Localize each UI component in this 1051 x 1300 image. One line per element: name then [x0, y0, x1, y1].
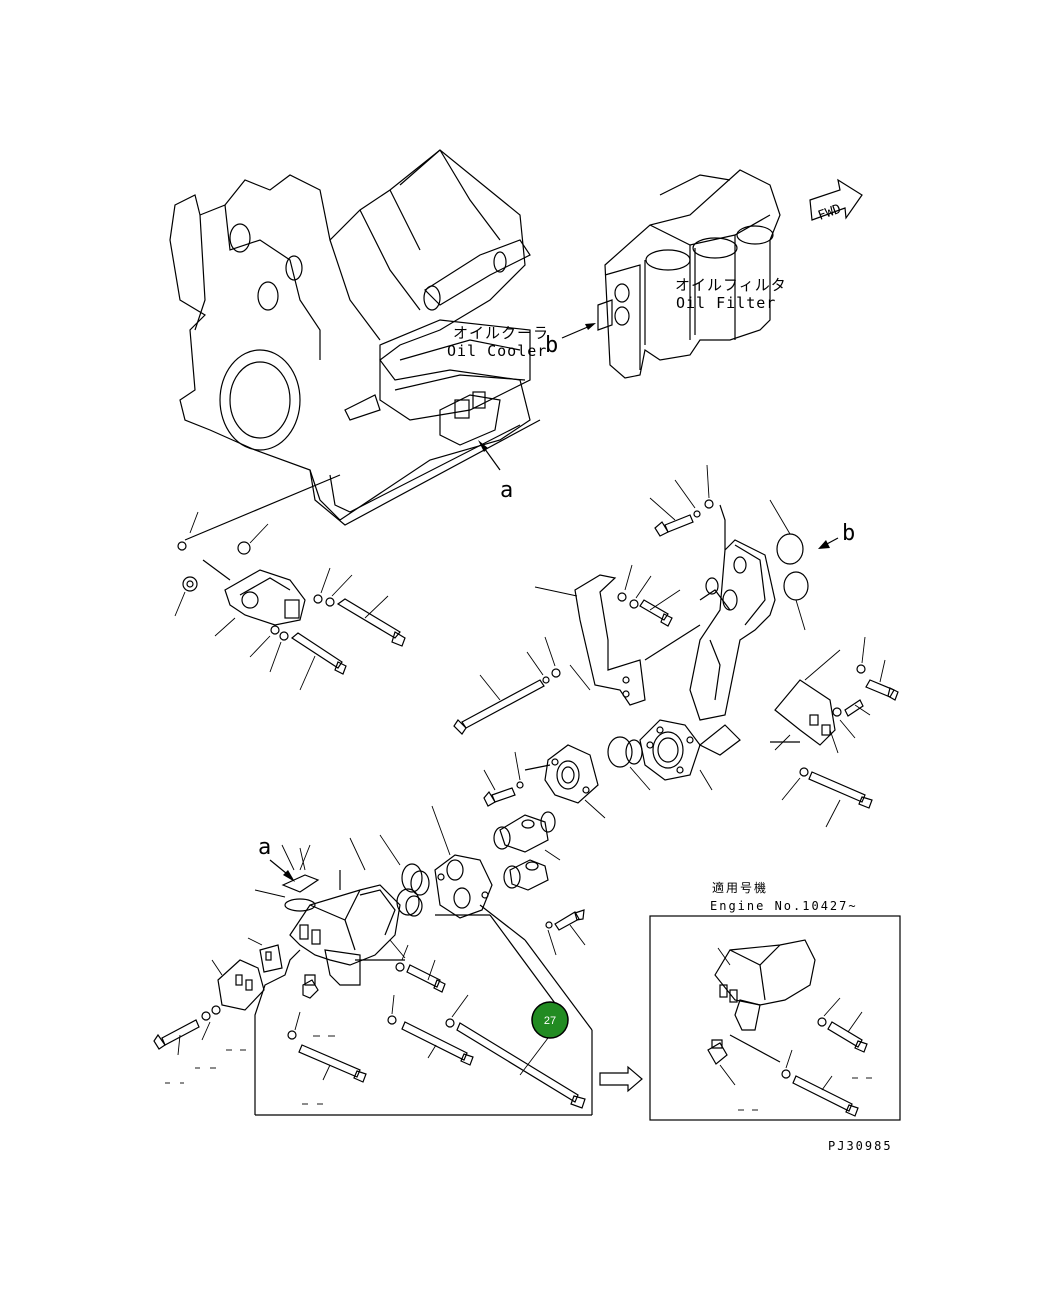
inset-arrow: [599, 1065, 643, 1093]
engine-applic-en: Engine No.10427~: [710, 899, 858, 913]
callout-number[interactable]: 27: [544, 1015, 556, 1027]
ref-a-arrow-top: [478, 440, 501, 471]
engine-block: [169, 149, 541, 526]
oil-filter-assembly: [597, 169, 781, 379]
ref-a-bottom-label: a: [258, 835, 271, 860]
pipe-connector-assembly: [379, 719, 741, 956]
callout-marker-27[interactable]: 27: [519, 1001, 569, 1076]
oil-cooler-label-en: Oil Cooler: [447, 342, 547, 360]
fwd-label: FWD: [816, 202, 843, 224]
lower-left-assembly: [153, 837, 593, 1116]
ref-a-arrow-bottom: [269, 859, 295, 882]
ref-b-filter-label: b: [545, 333, 558, 358]
drawing-code: PJ30985: [828, 1139, 893, 1153]
oil-filter-label-en: Oil Filter: [676, 294, 776, 312]
dash-marks: [165, 1035, 872, 1111]
oil-cooler-label-jp: オイルクーラ: [453, 324, 549, 342]
right-bracket-assembly: [453, 464, 899, 828]
ref-b-bracket-label: b: [842, 521, 855, 546]
fwd-arrow: [809, 178, 863, 221]
ref-b-bracket-arrow: [818, 537, 839, 549]
oil-filter-label-jp: オイルフィルタ: [675, 276, 787, 294]
engine-applic-jp: 適用号機: [712, 880, 768, 895]
callout-circle[interactable]: [531, 1001, 569, 1039]
ref-b-filter-arrow: [561, 323, 596, 339]
inset-frame: [649, 915, 901, 1121]
left-mount-assembly: [174, 474, 406, 691]
ref-a-top-label: a: [500, 478, 513, 503]
